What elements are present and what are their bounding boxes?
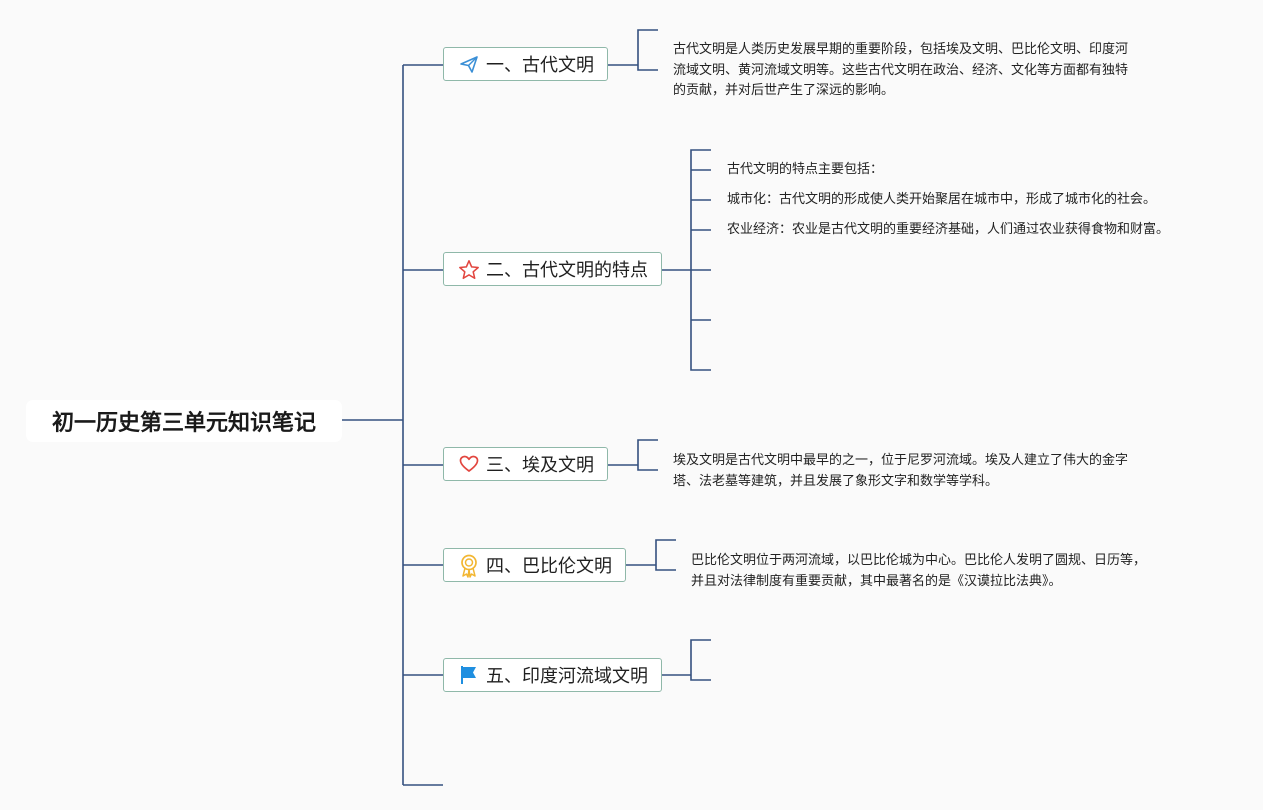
note-features-intro: 古代文明的特点主要包括：	[727, 160, 883, 181]
topic-egypt[interactable]: 三、埃及文明	[443, 447, 608, 481]
note-line: 古代文明的特点主要包括：	[727, 162, 884, 177]
flag-icon	[458, 664, 480, 686]
note-ancient-civilization: 古代文明是人类历史发展早期的重要阶段，包括埃及文明、巴比伦文明、印度河 流域文明…	[673, 40, 1128, 102]
note-line: 农业经济：农业是古代文明的重要经济基础，人们通过农业获得食物和财富。	[727, 222, 1170, 237]
central-topic[interactable]: 初一历史第三单元知识笔记	[26, 400, 342, 442]
note-line: 城市化：古代文明的形成使人类开始聚居在城市中，形成了城市化的社会。	[727, 192, 1157, 207]
note-features-urbanization: 城市化：古代文明的形成使人类开始聚居在城市中，形成了城市化的社会。	[727, 190, 1156, 211]
central-topic-title: 初一历史第三单元知识笔记	[51, 411, 316, 436]
note-line: 巴比伦文明位于两河流域，以巴比伦城为中心。巴比伦人发明了圆规、日历等，	[691, 553, 1147, 568]
topic-babylon[interactable]: 四、巴比伦文明	[443, 548, 626, 582]
topic-label: 三、埃及文明	[486, 455, 594, 476]
topic-features[interactable]: 二、古代文明的特点	[443, 252, 662, 286]
award-ribbon-icon	[458, 554, 480, 578]
star-icon	[458, 258, 480, 280]
topic-label: 一、古代文明	[486, 55, 594, 76]
note-line: 塔、法老墓等建筑，并且发展了象形文字和数学等学科。	[673, 473, 999, 489]
heart-icon	[458, 453, 480, 475]
note-line: 并且对法律制度有重要贡献，其中最著名的是《汉谟拉比法典》。	[691, 573, 1062, 589]
note-features-agriculture: 农业经济：农业是古代文明的重要经济基础，人们通过农业获得食物和财富。	[727, 220, 1169, 241]
topic-label: 二、古代文明的特点	[486, 260, 648, 281]
note-line: 的贡献，并对后世产生了深远的影响。	[673, 83, 895, 98]
note-egypt: 埃及文明是古代文明中最早的之一，位于尼罗河流域。埃及人建立了伟大的金字 塔、法老…	[673, 451, 1128, 492]
topic-indus[interactable]: 五、印度河流域文明	[443, 658, 662, 692]
note-babylon: 巴比伦文明位于两河流域，以巴比伦城为中心。巴比伦人发明了圆规、日历等， 并且对法…	[691, 551, 1146, 592]
topic-label: 五、印度河流域文明	[486, 666, 648, 687]
topic-label: 四、巴比伦文明	[486, 556, 612, 577]
note-line: 埃及文明是古代文明中最早的之一，位于尼罗河流域。埃及人建立了伟大的金字	[673, 453, 1129, 468]
topic-ancient-civilization[interactable]: 一、古代文明	[443, 47, 608, 81]
note-line: 流域文明、黄河流域文明等。这些古代文明在政治、经济、文化等方面都有独特	[673, 62, 1129, 78]
note-line: 古代文明是人类历史发展早期的重要阶段，包括埃及文明、巴比伦文明、印度河	[673, 42, 1129, 57]
paper-plane-icon	[458, 53, 480, 75]
